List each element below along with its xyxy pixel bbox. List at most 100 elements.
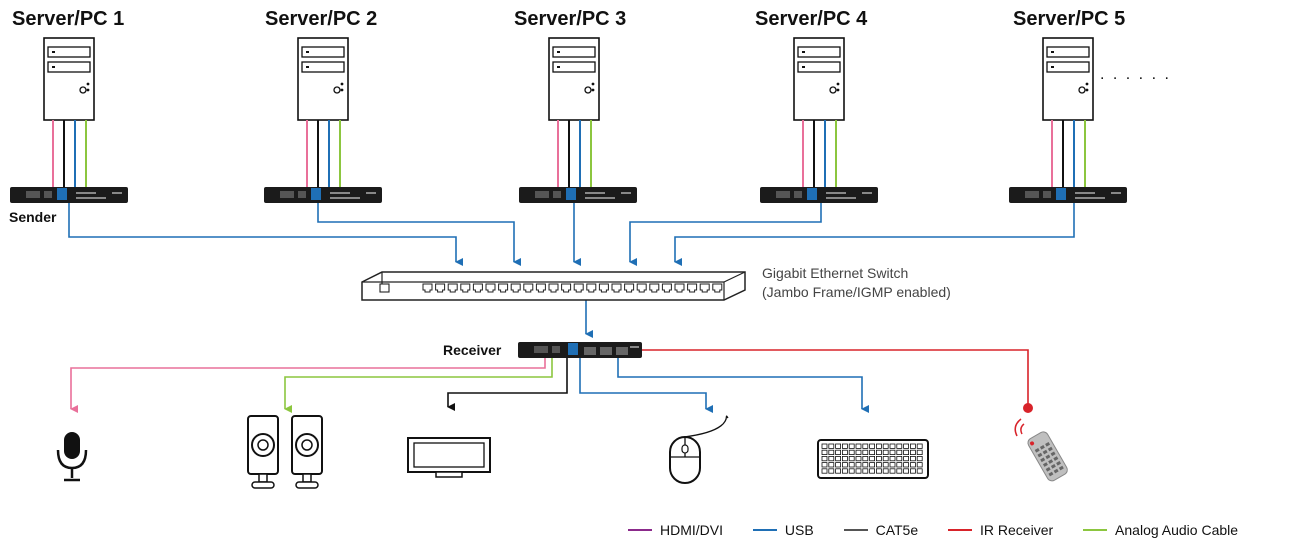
drive-led bbox=[557, 51, 560, 53]
keyboard-key bbox=[855, 462, 862, 468]
remote-button bbox=[1050, 464, 1056, 469]
sender-unit-5 bbox=[1009, 187, 1127, 203]
keyboard-key bbox=[882, 455, 889, 462]
keyboard-key bbox=[869, 455, 875, 462]
keyboard-key bbox=[869, 468, 875, 474]
remote-button bbox=[1048, 459, 1054, 464]
keyboard-key bbox=[910, 462, 916, 468]
network-cable-2 bbox=[317, 203, 521, 266]
speaker-stand bbox=[258, 473, 268, 483]
speaker-cone-inner bbox=[301, 439, 313, 451]
keyboard-key bbox=[896, 468, 903, 474]
remote-button bbox=[1045, 454, 1051, 460]
switch-port bbox=[498, 283, 509, 293]
keyboard-key bbox=[889, 468, 896, 474]
microphone-icon bbox=[56, 432, 88, 482]
receiver-text-line bbox=[630, 346, 639, 348]
keyboard-key bbox=[862, 462, 869, 468]
keyboard-key bbox=[821, 455, 828, 462]
switch-port bbox=[561, 283, 572, 293]
remote-button bbox=[1053, 468, 1059, 474]
remote-button bbox=[1056, 461, 1062, 466]
cable-to-keyboard bbox=[617, 358, 869, 413]
remote-button bbox=[1040, 457, 1046, 463]
sender-port bbox=[1025, 191, 1039, 198]
keyboard-key bbox=[876, 443, 882, 449]
keyboard-key bbox=[876, 468, 882, 474]
sender-text-line bbox=[1075, 197, 1105, 199]
remote-button bbox=[1058, 465, 1064, 471]
keyboard-key bbox=[848, 449, 855, 456]
led-dot bbox=[86, 82, 90, 86]
keyboard-key bbox=[842, 455, 848, 462]
remote-button bbox=[1039, 444, 1045, 450]
drive-led bbox=[52, 51, 55, 53]
keyboard-key bbox=[896, 455, 903, 462]
keyboard-key bbox=[828, 455, 835, 462]
keyboard-key bbox=[848, 443, 855, 449]
legend-label: USB bbox=[784, 522, 814, 538]
server-pc-2 bbox=[297, 37, 349, 187]
sender-text-line bbox=[1111, 192, 1121, 194]
sender-text-line bbox=[366, 192, 376, 194]
legend-swatch bbox=[752, 529, 777, 531]
keyboard-key bbox=[903, 449, 909, 456]
keyboard-key bbox=[828, 449, 835, 456]
monitor-stand bbox=[435, 471, 463, 478]
sender-unit-1 bbox=[10, 187, 128, 203]
keyboard-key bbox=[835, 462, 841, 468]
power-button bbox=[584, 86, 592, 94]
keyboard-key bbox=[910, 443, 916, 449]
remote-button bbox=[1037, 452, 1043, 458]
keyboard-key bbox=[835, 468, 841, 474]
receiver-usb-port bbox=[568, 343, 578, 355]
keyboard-key bbox=[896, 443, 903, 449]
keyboard-key bbox=[835, 449, 841, 456]
keyboard-key bbox=[821, 443, 828, 449]
switch-port bbox=[624, 283, 635, 293]
sender-text-line bbox=[621, 192, 631, 194]
led-dot bbox=[86, 88, 90, 92]
led-dot bbox=[340, 88, 344, 92]
keyboard-key bbox=[910, 468, 916, 474]
led-dot bbox=[836, 82, 840, 86]
switch-port bbox=[472, 283, 483, 293]
keyboard-key bbox=[916, 455, 923, 462]
server-title-5: Server/PC 5 bbox=[1013, 8, 1126, 30]
switch-label: Gigabit Ethernet Switch (Jambo Frame/IGM… bbox=[762, 264, 951, 302]
sender-port bbox=[26, 191, 40, 198]
mouse-icon bbox=[669, 415, 729, 484]
speaker-base bbox=[295, 481, 319, 489]
keyboard-key bbox=[848, 468, 855, 474]
keyboard-key bbox=[862, 449, 869, 456]
ir-receiver-dot bbox=[1023, 403, 1033, 413]
switch-console-port bbox=[379, 283, 390, 293]
receiver-port bbox=[616, 347, 628, 355]
keyboard-key bbox=[848, 462, 855, 468]
keyboard-key bbox=[876, 455, 882, 462]
sender-port bbox=[280, 191, 294, 198]
keyboard-key bbox=[889, 443, 896, 449]
legend-label: IR Receiver bbox=[980, 522, 1054, 538]
power-button bbox=[333, 86, 341, 94]
speaker-base bbox=[251, 481, 275, 489]
sender-text-line bbox=[826, 197, 856, 199]
sender-port bbox=[776, 191, 790, 198]
keyboard-key bbox=[828, 468, 835, 474]
led-dot bbox=[1085, 82, 1089, 86]
keyboard-key bbox=[882, 468, 889, 474]
network-cable-1 bbox=[68, 203, 463, 266]
keyboard-key bbox=[876, 462, 882, 468]
mouse-wheel bbox=[681, 444, 689, 454]
sender-unit-4 bbox=[760, 187, 878, 203]
keyboard-key bbox=[896, 462, 903, 468]
ir-wave bbox=[1014, 418, 1022, 437]
switch-port bbox=[510, 283, 521, 293]
switch-port bbox=[699, 283, 710, 293]
monitor-icon bbox=[407, 437, 491, 478]
sender-text-line bbox=[585, 197, 615, 199]
legend-label: CAT5e bbox=[875, 522, 919, 538]
remote-button bbox=[1050, 451, 1056, 457]
keyboard-key bbox=[889, 462, 896, 468]
